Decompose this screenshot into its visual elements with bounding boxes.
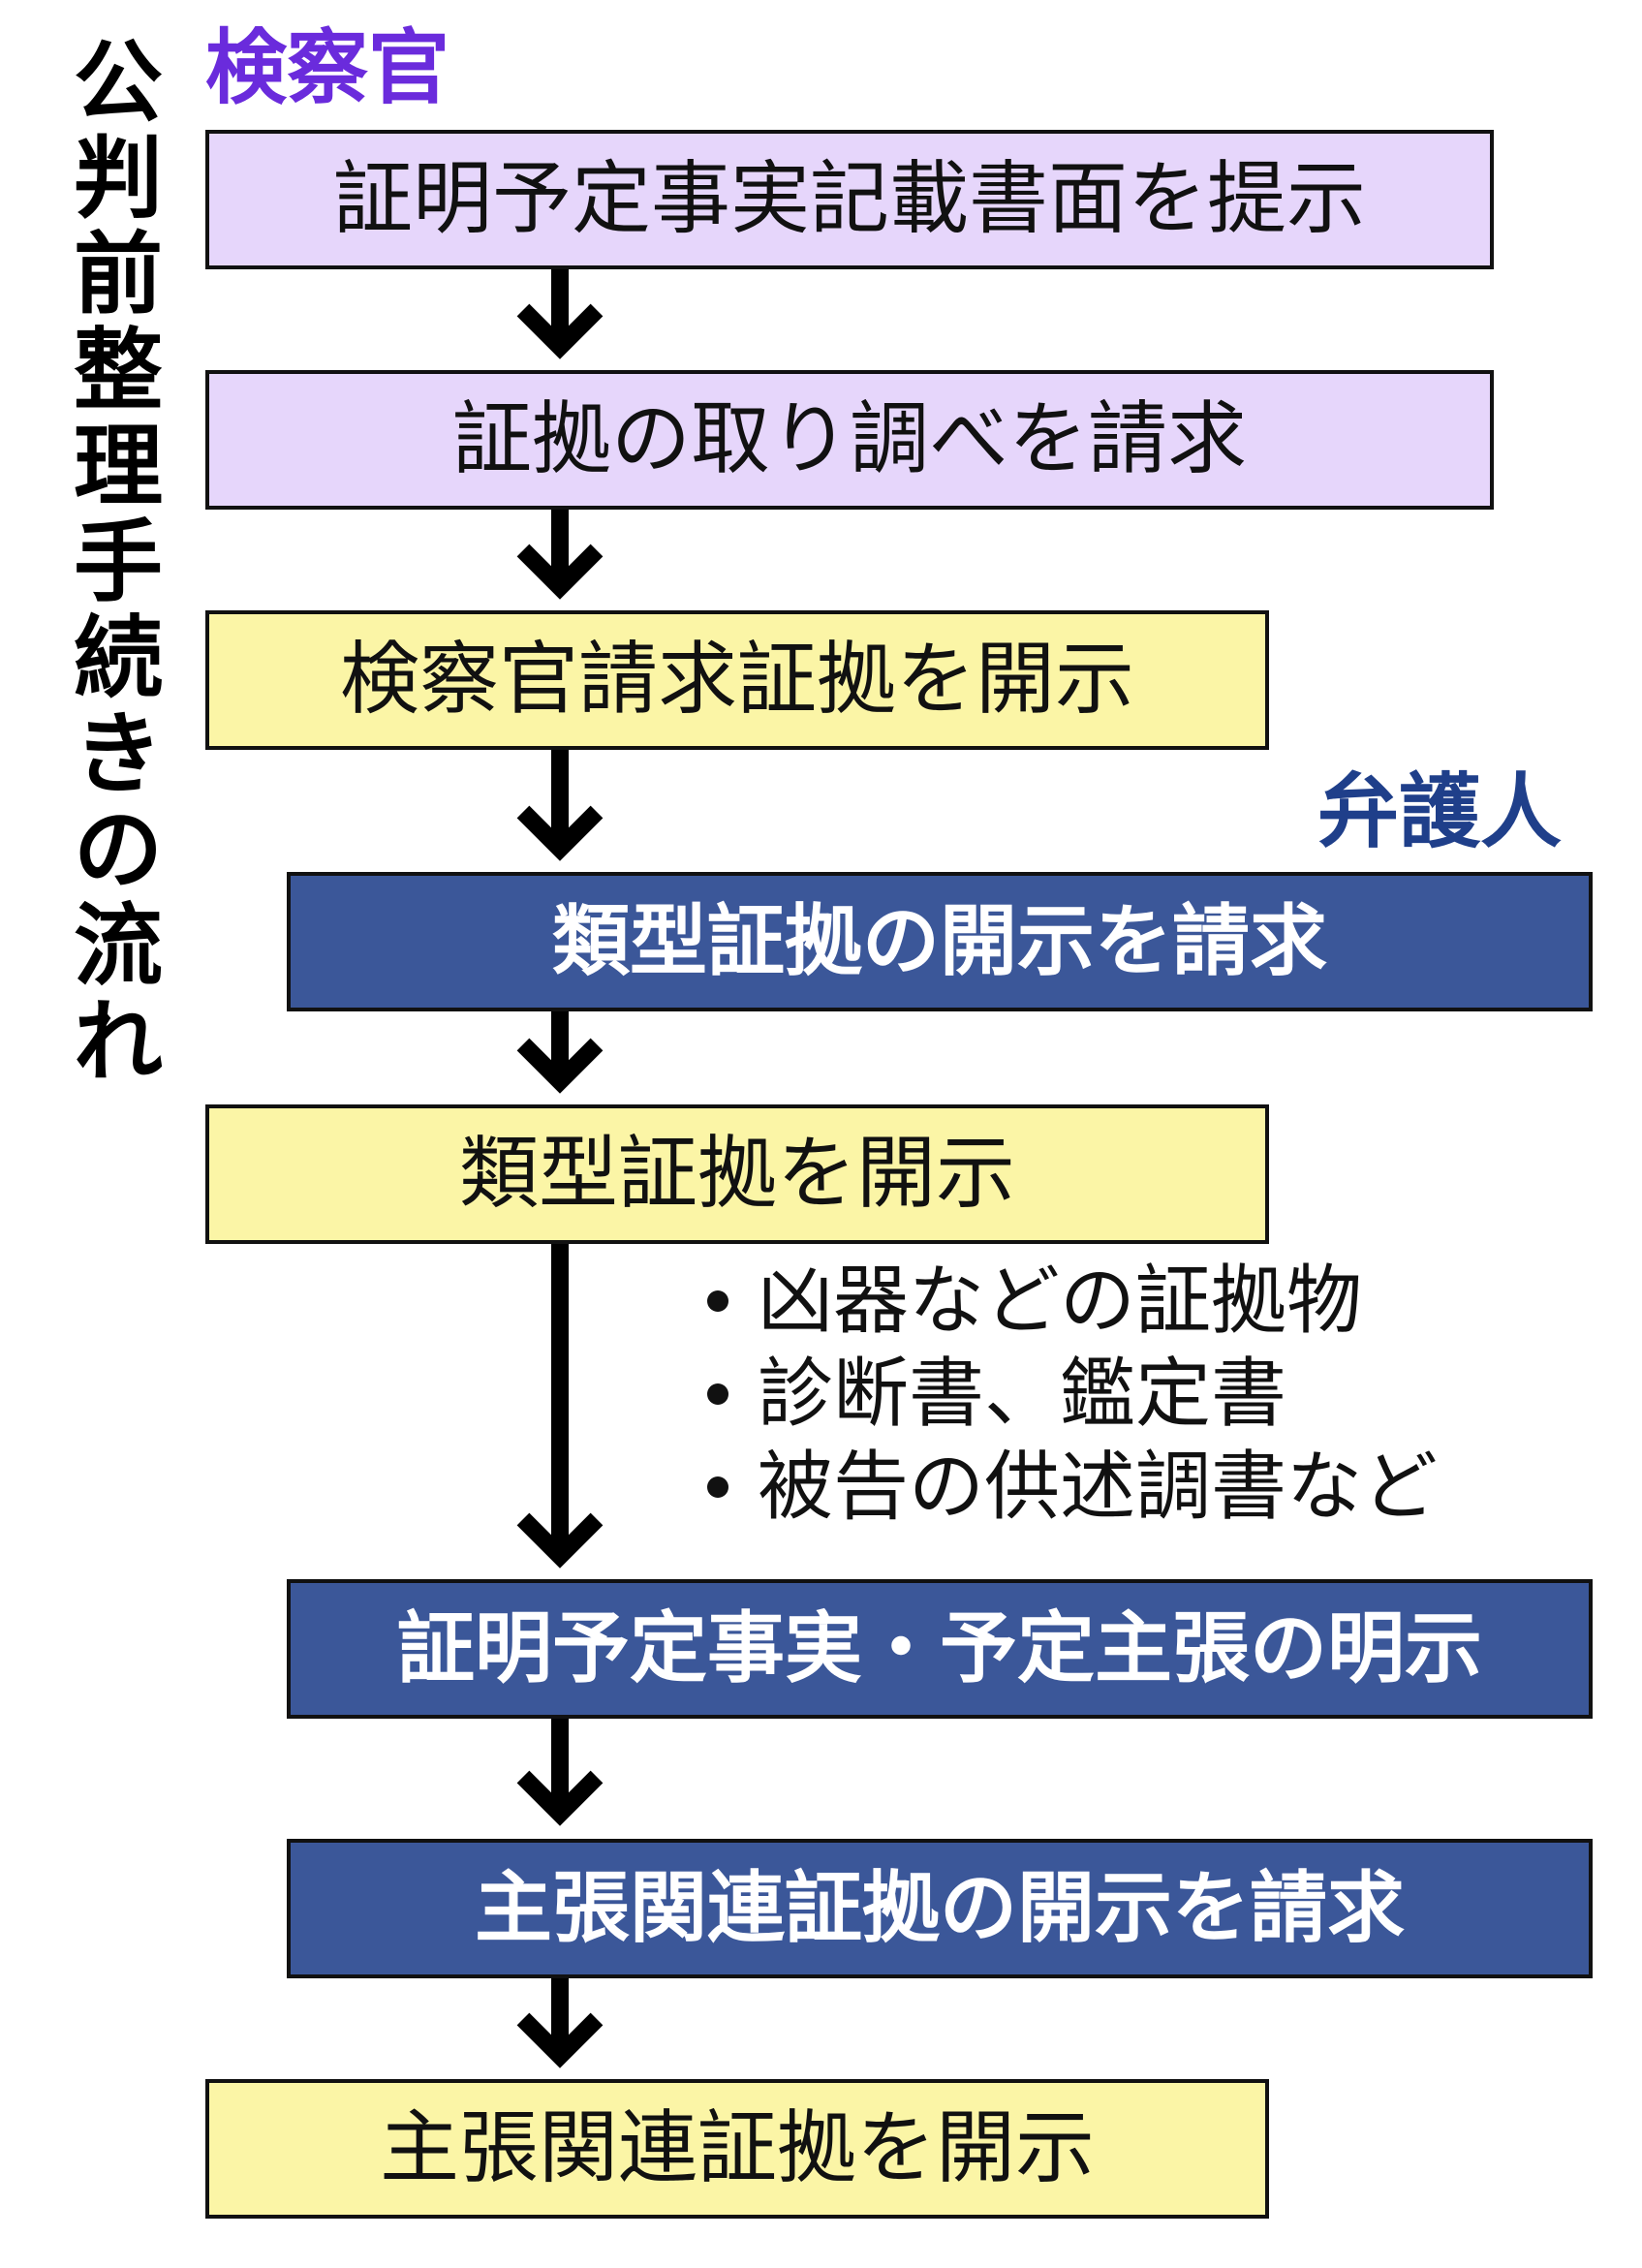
- step-1-label: 証明予定事実記載書面を提示: [332, 153, 1366, 245]
- prosecutor-label: 検察官: [205, 20, 450, 115]
- evidence-example-2: 診断書、鑑定書: [758, 1351, 1287, 1438]
- step-7-label: 主張関連証拠の開示を請求: [475, 1863, 1405, 1953]
- evidence-examples-list: 凶器などの証拠物 診断書、鑑定書 被告の供述調書など: [707, 1255, 1438, 1534]
- arrow-1: [516, 265, 604, 359]
- bullet-icon: [707, 1290, 728, 1312]
- step-5-box: 類型証拠を開示: [205, 1104, 1269, 1244]
- step-3-box: 検察官請求証拠を開示: [205, 610, 1269, 750]
- arrow-4: [516, 1008, 604, 1094]
- step-3-label: 検察官請求証拠を開示: [339, 634, 1134, 726]
- evidence-example-1: 凶器などの証拠物: [758, 1258, 1363, 1345]
- bullet-icon: [707, 1476, 728, 1498]
- step-8-label: 主張関連証拠を開示: [379, 2102, 1095, 2194]
- step-6-label: 証明予定事実・予定主張の明示: [397, 1603, 1482, 1693]
- step-7-box: 主張関連証拠の開示を請求: [287, 1839, 1593, 1978]
- step-4-box: 類型証拠の開示を請求: [287, 872, 1593, 1011]
- list-item: 被告の供述調書など: [707, 1441, 1438, 1534]
- bullet-icon: [707, 1383, 728, 1405]
- step-6-box: 証明予定事実・予定主張の明示: [287, 1579, 1593, 1719]
- arrow-6: [516, 1715, 604, 1826]
- step-2-label: 証拠の取り調べを請求: [451, 393, 1247, 485]
- step-2-box: 証拠の取り調べを請求: [205, 370, 1494, 510]
- step-4-label: 類型証拠の開示を請求: [552, 896, 1327, 986]
- evidence-example-3: 被告の供述調書など: [758, 1444, 1439, 1531]
- defense-label: 弁護人: [1317, 764, 1563, 859]
- arrow-7: [516, 1974, 604, 2068]
- arrow-3: [516, 746, 604, 861]
- arrow-5: [516, 1240, 604, 1569]
- page-title: 公判前整理手続きの流れ: [73, 31, 163, 1094]
- list-item: 凶器などの証拠物: [707, 1255, 1438, 1348]
- step-1-box: 証明予定事実記載書面を提示: [205, 130, 1494, 269]
- arrow-2: [516, 506, 604, 600]
- list-item: 診断書、鑑定書: [707, 1348, 1438, 1441]
- step-8-box: 主張関連証拠を開示: [205, 2079, 1269, 2219]
- step-5-label: 類型証拠を開示: [458, 1128, 1015, 1220]
